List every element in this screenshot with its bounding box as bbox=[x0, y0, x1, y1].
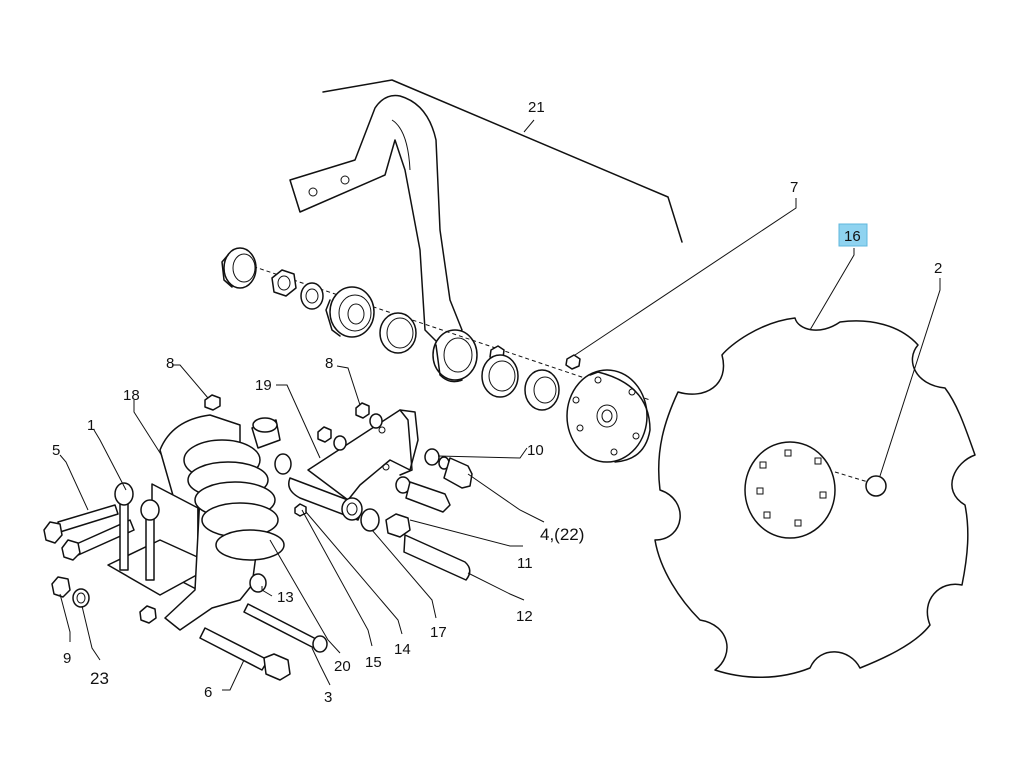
callout-12: 12 bbox=[516, 608, 533, 625]
callout-17: 17 bbox=[430, 624, 447, 641]
callout-20: 20 bbox=[334, 658, 351, 675]
callout-9: 9 bbox=[63, 650, 71, 667]
callout-19: 19 bbox=[255, 377, 272, 394]
callout-16-highlight bbox=[838, 223, 868, 247]
callout-1: 1 bbox=[87, 417, 95, 434]
callout-5: 5 bbox=[52, 442, 60, 459]
callout-21: 21 bbox=[528, 99, 545, 116]
bearing-stack bbox=[221, 247, 651, 411]
hub-flange bbox=[566, 369, 651, 463]
callout-8-left: 8 bbox=[166, 355, 174, 372]
callout-4-22: 4,(22) bbox=[540, 525, 584, 544]
callout-10: 10 bbox=[527, 442, 544, 459]
arm-part bbox=[289, 79, 683, 383]
spring-assembly bbox=[107, 394, 307, 631]
callout-labels: 21 7 16 2 8 8 18 19 1 5 10 4,(22) 11 12 … bbox=[52, 99, 942, 706]
callout-13: 13 bbox=[277, 589, 294, 606]
callout-2: 2 bbox=[934, 260, 942, 277]
callout-15: 15 bbox=[365, 654, 382, 671]
callout-18: 18 bbox=[123, 387, 140, 404]
swivel-bracket bbox=[288, 402, 473, 581]
callout-11: 11 bbox=[517, 555, 533, 572]
callout-7: 7 bbox=[790, 179, 798, 196]
callout-3: 3 bbox=[324, 689, 332, 706]
bolts bbox=[43, 482, 328, 681]
callout-14: 14 bbox=[394, 641, 411, 658]
callout-23: 23 bbox=[90, 669, 109, 688]
notched-disc bbox=[654, 317, 976, 678]
callout-8-right: 8 bbox=[325, 355, 333, 372]
callout-6: 6 bbox=[204, 684, 212, 701]
leader-lines bbox=[59, 119, 941, 691]
callout-16: 16 bbox=[844, 228, 861, 245]
